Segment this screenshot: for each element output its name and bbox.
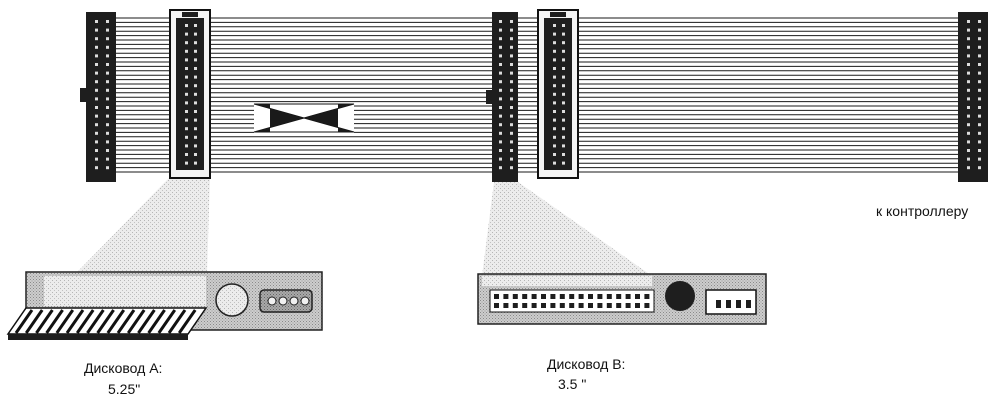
- drive-b-led-icon: [665, 281, 695, 311]
- edge-connector: [6, 307, 208, 340]
- drive-b-size-label: 3.5 ": [558, 376, 587, 392]
- connector-middle: [486, 12, 518, 182]
- power-connector: [259, 289, 313, 313]
- drive-b-35: [477, 273, 767, 325]
- drive-b-power-connector: [705, 289, 757, 315]
- connector-left-end: [80, 12, 116, 182]
- cable-twist: [253, 103, 355, 133]
- ribbon-cable: [86, 14, 972, 178]
- power-led-icon: [215, 283, 249, 317]
- drive-a-name-label: Дисковод A:: [84, 360, 163, 376]
- connector-drive-b: [537, 9, 579, 179]
- drive-a-525: [6, 271, 323, 340]
- drive-a-size-label: 5.25": [108, 381, 141, 397]
- drive-b-light-cone: [482, 182, 652, 276]
- pin-header: [489, 289, 655, 313]
- connector-controller: [958, 12, 988, 182]
- connector-drive-a: [169, 9, 211, 179]
- controller-label: к контроллеру: [876, 203, 969, 219]
- drive-b-name-label: Дисковод B:: [547, 356, 626, 372]
